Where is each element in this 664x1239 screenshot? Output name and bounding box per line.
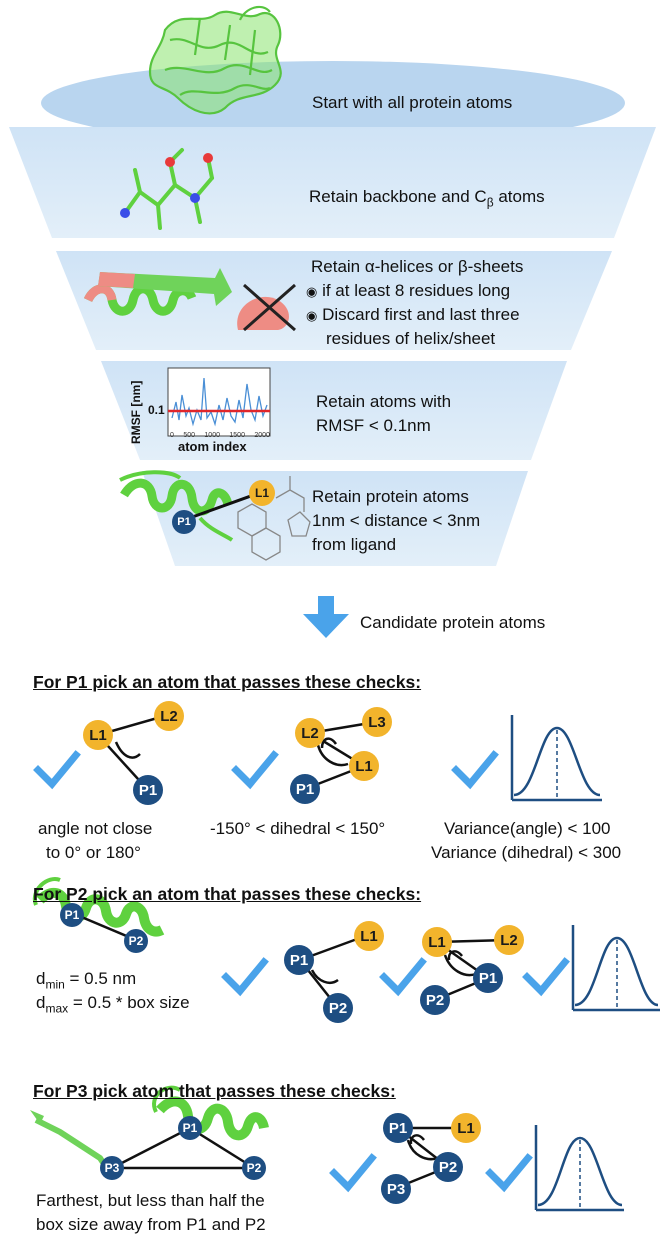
- p2-node-p2: P2: [323, 993, 353, 1023]
- p2-helix-node-p1: P1: [60, 903, 84, 927]
- rmsf-xlabel: atom index: [178, 439, 247, 454]
- p3-caption-2: box size away from P1 and P2: [36, 1215, 266, 1234]
- p2-node-p2-dihedral: P2: [420, 985, 450, 1015]
- p2-node-p1-dihedral: P1: [473, 963, 503, 993]
- p3-node-p1: P1: [383, 1113, 413, 1143]
- p1-node-p1-dihedral: P1: [290, 774, 320, 804]
- p1-node-l2-dihedral: L2: [295, 718, 325, 748]
- candidate-atoms-label: Candidate protein atoms: [360, 613, 546, 632]
- check-icon: [485, 1153, 533, 1193]
- rmsf-ylabel-wrap: RMSF [nm]: [128, 365, 144, 445]
- p2-node-l2: L2: [494, 925, 524, 955]
- p3-caption-1: Farthest, but less than half the: [36, 1191, 265, 1210]
- funnel-stage-5: [142, 471, 528, 566]
- p3-structure-node-p3: P3: [100, 1156, 124, 1180]
- check-icon: [522, 957, 570, 997]
- p1-node-l2: L2: [154, 701, 184, 731]
- down-arrow-icon: [303, 596, 349, 638]
- ligand-node-l1: L1: [249, 480, 275, 506]
- rmsf-plot: [167, 367, 271, 437]
- p1-node-p1: P1: [133, 775, 163, 805]
- p2-helix-node-p2: P2: [124, 929, 148, 953]
- p1-heading: For P1 pick an atom that passes these ch…: [33, 672, 422, 692]
- check-icon: [329, 1153, 377, 1193]
- step-1-label: Start with all protein atoms: [312, 93, 513, 112]
- p3-structure-node-p2: P2: [242, 1156, 266, 1180]
- funnel-stage-2: [9, 127, 656, 238]
- helix-sheet-image: [83, 268, 296, 332]
- p1-angle-caption-2: to 0° or 180°: [46, 843, 141, 862]
- step-5-line-1: Retain protein atoms: [312, 487, 469, 506]
- bullet-icon: ◉: [306, 284, 318, 299]
- p3-heading: For P3 pick atom that passes these check…: [33, 1081, 396, 1101]
- check-icon: [451, 750, 499, 790]
- step-3-line-4: residues of helix/sheet: [326, 329, 496, 348]
- check-icon: [379, 957, 427, 997]
- p3-node-l1: L1: [451, 1113, 481, 1143]
- p2-dmax-label: dmax = 0.5 * box size: [36, 993, 190, 1016]
- p3-structure-image: [30, 1085, 269, 1172]
- check-icon: [33, 750, 81, 790]
- p3-structure-node-p1: P1: [178, 1116, 202, 1140]
- p1-variance-caption-2: Variance (dihedral) < 300: [431, 843, 622, 862]
- step-4-line-2: RMSF < 0.1nm: [316, 416, 431, 435]
- step-2-label: Retain backbone and Cβ atoms: [309, 187, 545, 210]
- rmsf-ylabel: RMSF [nm]: [129, 380, 143, 444]
- step-3-line-3: ◉ Discard first and last three: [306, 305, 520, 324]
- check-icon: [231, 750, 279, 790]
- funnel-stage-3: [56, 251, 612, 350]
- step-4-line-1: Retain atoms with: [316, 392, 452, 411]
- p3-distribution-plot: [534, 1125, 624, 1212]
- step-5-line-3: from ligand: [312, 535, 397, 554]
- check-icon: [221, 957, 269, 997]
- bullet-icon: ◉: [306, 308, 318, 323]
- p1-dihedral-caption: -150° < dihedral < 150°: [210, 819, 386, 838]
- p2-node-l1-dihedral: L1: [422, 927, 452, 957]
- p2-node-p1: P1: [284, 945, 314, 975]
- p1-node-l1: L1: [83, 720, 113, 750]
- p2-distribution-plot: [571, 925, 660, 1012]
- p1-angle-caption-1: angle not close: [38, 819, 153, 838]
- p3-node-p3: P3: [381, 1174, 411, 1204]
- step-3-line-1: Retain α-helices or β-sheets: [311, 257, 524, 276]
- protein-structure-image: [148, 5, 282, 115]
- p1-variance-caption-1: Variance(angle) < 100: [444, 819, 611, 838]
- rmsf-threshold-label: 0.1: [148, 403, 165, 417]
- step-3-line-2: ◉ if at least 8 residues long: [306, 281, 511, 300]
- backbone-molecule-image: [120, 148, 214, 230]
- p1-node-l3: L3: [362, 707, 392, 737]
- p2-dmin-label: dmin = 0.5 nm: [36, 969, 137, 992]
- p3-node-p2: P2: [433, 1152, 463, 1182]
- p1-node-l1-dihedral: L1: [349, 751, 379, 781]
- protein-node-p1: P1: [172, 510, 196, 534]
- p2-heading: For P2 pick an atom that passes these ch…: [33, 884, 422, 904]
- step-5-line-2: 1nm < distance < 3nm: [312, 511, 481, 530]
- p2-node-l1: L1: [354, 921, 384, 951]
- p1-distribution-plot: [510, 715, 602, 802]
